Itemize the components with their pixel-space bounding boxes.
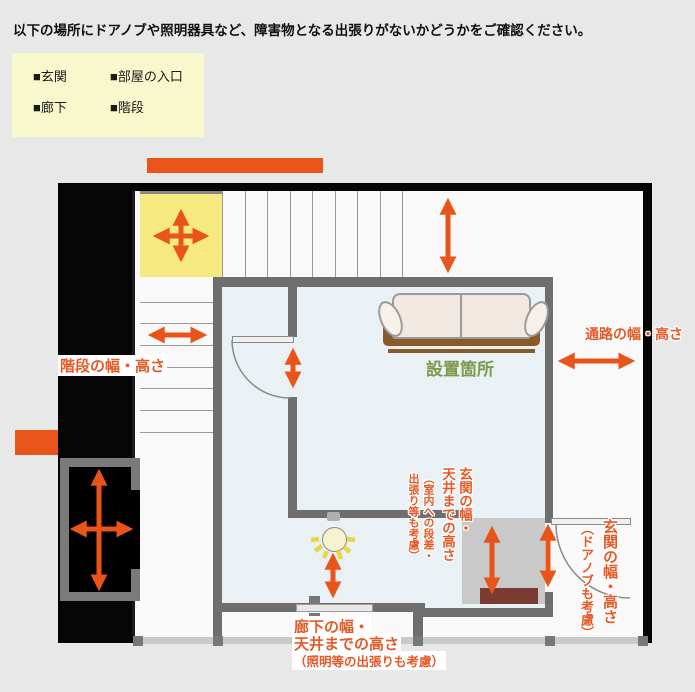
entrance-step-mat bbox=[480, 588, 538, 604]
label-hallway-line2: 天井までの高さ bbox=[292, 633, 402, 654]
wall-lower-stub bbox=[413, 612, 423, 637]
label-stairs: 階段の幅・高さ bbox=[58, 355, 168, 376]
stair-tread bbox=[380, 191, 381, 277]
wall-room-left-lower bbox=[288, 397, 297, 510]
stair-tread bbox=[140, 323, 213, 324]
stair-tread bbox=[357, 191, 358, 277]
legend-item-hallway: ■廊下 bbox=[33, 100, 67, 115]
sofa-cushion-divider bbox=[460, 295, 462, 337]
label-hallway-line3: （照明等の出張りも考慮） bbox=[292, 651, 447, 670]
landing-top-line bbox=[140, 191, 222, 194]
wall-right bbox=[545, 277, 553, 523]
legend-item-entrance: ■玄関 bbox=[33, 69, 67, 84]
label-entrance-inner-sub: （室内への段差・ 出張り等も考慮） bbox=[407, 473, 434, 561]
page-title: 以下の場所にドアノブや照明器具など、障害物となる出張りがないかどうかをご確認くだ… bbox=[13, 23, 592, 38]
stair-tread bbox=[140, 367, 213, 368]
legend-item-room-entry: ■部屋の入口 bbox=[110, 69, 183, 84]
wall-end-post bbox=[213, 636, 223, 646]
elevator-shaft bbox=[60, 458, 140, 601]
legend-box: ■玄関 ■部屋の入口 ■廊下 ■階段 bbox=[12, 53, 204, 137]
stair-tread bbox=[312, 191, 313, 277]
wall-entrance-bottom bbox=[415, 608, 553, 617]
label-entrance-outer-main: 玄関の幅・高さ bbox=[601, 519, 618, 624]
stair-tread bbox=[140, 410, 213, 411]
stair-tread bbox=[222, 191, 223, 277]
wall-room-top bbox=[213, 277, 553, 287]
outer-wall-top bbox=[58, 183, 652, 191]
wall-end-post bbox=[133, 636, 143, 646]
elevator-wall-right-upper bbox=[131, 458, 140, 490]
orange-marker-bar-top bbox=[147, 158, 323, 173]
sofa-icon bbox=[373, 292, 554, 354]
elevator-wall-top bbox=[60, 458, 140, 467]
wall-right-stub bbox=[545, 592, 553, 612]
stair-tread bbox=[140, 302, 213, 303]
stair-tread bbox=[140, 345, 213, 346]
elevator-wall-right-lower bbox=[131, 569, 140, 601]
room-door-leaf bbox=[232, 336, 294, 343]
label-hallway-line1: 廊下の幅・ bbox=[292, 616, 372, 637]
stair-tread bbox=[245, 191, 246, 277]
label-passage: 通路の幅・高さ bbox=[585, 326, 683, 342]
sofa-base bbox=[388, 349, 535, 353]
sliding-door-stop bbox=[309, 596, 320, 604]
wall-end-post bbox=[638, 636, 648, 646]
stair-corridor-boundary bbox=[402, 191, 403, 277]
stair-tread bbox=[267, 191, 268, 277]
stair-tread bbox=[140, 388, 213, 389]
elevator-wall-left bbox=[60, 458, 69, 601]
label-entrance-inner-main: 玄関の幅・ 天井までの高さ bbox=[440, 467, 472, 562]
stair-tread bbox=[140, 432, 213, 433]
lightbulb-icon bbox=[322, 527, 347, 552]
wall-hall-left bbox=[213, 277, 222, 637]
wall-end-post bbox=[413, 636, 423, 646]
wall-end-post bbox=[545, 636, 555, 646]
stair-tread bbox=[290, 191, 291, 277]
outer-wall-right bbox=[643, 183, 652, 643]
label-entrance-outer-sub: （ドアノブも考慮） bbox=[579, 522, 594, 639]
lightbulb-cap bbox=[327, 512, 340, 521]
inner-edge-line bbox=[132, 191, 135, 637]
stair-tread bbox=[335, 191, 336, 277]
sliding-door-panel bbox=[296, 604, 373, 612]
wall-room-bottom bbox=[288, 510, 462, 518]
label-placement-spot: 設置箇所 bbox=[426, 360, 494, 379]
wall-room-left-upper bbox=[288, 287, 297, 337]
legend-item-stairs: ■階段 bbox=[110, 100, 144, 115]
elevator-wall-bottom bbox=[60, 592, 140, 601]
stair-landing bbox=[140, 194, 222, 277]
